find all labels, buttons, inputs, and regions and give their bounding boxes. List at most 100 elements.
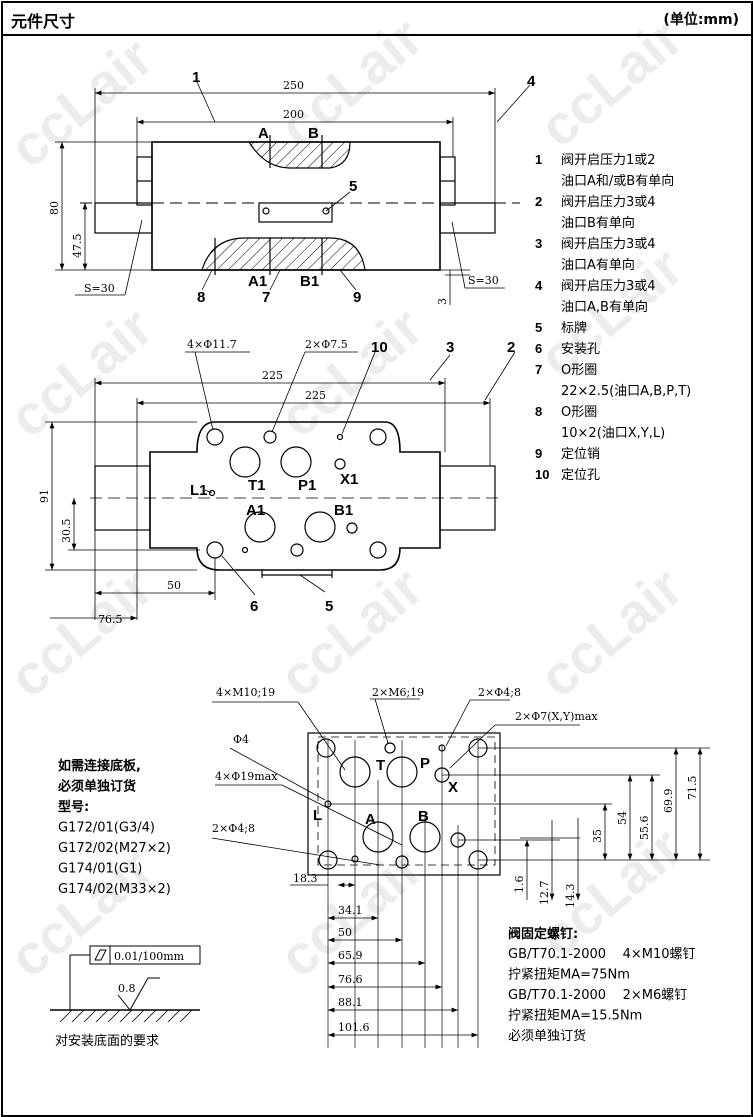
legend-text: 阀开启压力3或4 [561, 195, 656, 210]
port-a: A [258, 125, 269, 142]
subplate-note-line: 如需连接底板, [58, 758, 141, 774]
v-dim-label: 71.5 [686, 776, 699, 801]
port-t: T [376, 757, 385, 774]
v-dim-label: 14.3 [564, 884, 577, 909]
dim-250: 250 [283, 79, 304, 92]
dim-47-5: 47.5 [71, 234, 84, 259]
h-dim-label: 101.6 [338, 1021, 370, 1034]
port-a-pattern: A [365, 811, 376, 828]
label-2-phi7: 2×Φ7(X,Y)max [515, 710, 598, 723]
callout-7: 7 [262, 289, 270, 306]
callout-5-top: 5 [325, 598, 333, 615]
callout-8: 8 [197, 289, 205, 306]
watermark: ccLair [0, 295, 164, 449]
dim-s30-left: S=30 [84, 282, 115, 295]
flatness-tolerance: 0.01/100mm [114, 950, 185, 963]
h-dim-label: 18.3 [293, 872, 318, 885]
side-view-labels: 250 200 80 47.5 3 S=30 S=30 A B A1 B1 1 … [48, 69, 536, 306]
legend-text: 标牌 [561, 320, 587, 336]
v-dim-label: 55.6 [638, 816, 651, 841]
h-dim-label: 65.9 [338, 949, 363, 962]
h-dim-label: 76.6 [338, 973, 363, 986]
label-4-m10: 4×M10;19 [216, 686, 275, 699]
legend-number: 2 [535, 194, 542, 209]
dim-225-a: 225 [262, 369, 283, 382]
watermark: ccLair [527, 555, 694, 709]
port-l: L [313, 807, 322, 824]
dim-s30-right: S=30 [468, 274, 499, 287]
screws-note: 阀固定螺钉:GB/T70.1-2000 4×M10螺钉拧紧扭矩MA=75NmGB… [508, 926, 696, 1044]
mounting-pattern-labels: 4×M10;19 2×M6;19 2×Φ4;8 2×Φ7(X,Y)max Φ4 … [212, 686, 699, 1034]
label-2-phi7-5: 2×Φ7.5 [305, 338, 348, 351]
watermark: ccLair [527, 5, 694, 159]
top-view-labels: 4×Φ11.7 2×Φ7.5 225 225 91 30.5 50 76.5 L… [38, 338, 515, 626]
callout-9: 9 [353, 289, 361, 306]
dim-80: 80 [48, 201, 61, 215]
v-dim-label: 1.6 [513, 876, 526, 894]
screws-line: GB/T70.1-2000 2×M6螺钉 [508, 988, 687, 1003]
callout-4: 4 [527, 73, 536, 90]
mounting-pattern [211, 698, 710, 1048]
screws-line: GB/T70.1-2000 4×M10螺钉 [508, 947, 696, 962]
legend-text: 22×2.5(油口A,B,P,T) [561, 384, 691, 399]
callout-1: 1 [192, 69, 200, 86]
legend-text: 定位孔 [561, 468, 600, 483]
watermark: ccLair [0, 555, 164, 709]
dim-3: 3 [436, 298, 449, 305]
port-a1: A1 [248, 273, 267, 290]
page-title: 元件尺寸 [11, 12, 76, 31]
port-a1-top: A1 [246, 502, 265, 519]
label-2-phi4-8-top: 2×Φ4;8 [478, 686, 521, 699]
subplate-note-line: G174/01(G1) [58, 862, 142, 877]
legend-number: 1 [535, 152, 542, 167]
legend-text: 油口A有单向 [561, 257, 635, 273]
legend-number: 9 [535, 446, 542, 461]
watermark: ccLair [0, 25, 164, 179]
legend-text: 阀开启压力3或4 [561, 237, 656, 252]
legend-text: O形圈 [561, 363, 597, 378]
header-bar: 元件尺寸 (单位:mm) [1, 1, 751, 36]
label-4-phi11-7: 4×Φ11.7 [187, 338, 237, 351]
watermark: ccLair [267, 295, 434, 449]
h-dim-label: 34.1 [338, 904, 363, 917]
subplate-note-line: G172/02(M27×2) [58, 841, 171, 856]
label-2-m6: 2×M6;19 [372, 686, 424, 699]
roughness-value: 0.8 [118, 982, 136, 995]
h-dim-label: 88.1 [338, 996, 363, 1009]
h-dim-label: 50 [338, 926, 352, 939]
port-b: B [308, 125, 319, 142]
legend-number: 5 [535, 320, 542, 335]
side-view [55, 81, 531, 305]
legend-number: 4 [535, 278, 543, 293]
port-x: X [448, 779, 458, 796]
v-dim-label: 69.9 [662, 789, 675, 814]
legend-number: 3 [535, 236, 542, 251]
dim-91: 91 [38, 489, 51, 503]
port-b-pattern: B [418, 808, 429, 825]
subplate-note: 如需连接底板,必须单独订货型号:G172/01(G3/4)G172/02(M27… [57, 758, 171, 897]
callout-3: 3 [446, 339, 454, 356]
dim-50: 50 [167, 579, 181, 592]
legend-text: 阀开启压力1或2 [561, 153, 656, 168]
v-dim-label: 12.7 [538, 881, 551, 906]
port-b1-top: B1 [334, 502, 353, 519]
v-dim-label: 35 [591, 829, 604, 843]
surface-caption: 对安装底面的要求 [55, 1033, 159, 1049]
legend-text: 定位销 [561, 447, 600, 462]
legend-number: 6 [535, 341, 542, 356]
label-4-phi19: 4×Φ19max [215, 770, 278, 783]
port-p1: P1 [298, 477, 316, 494]
callout-10: 10 [371, 339, 388, 356]
callout-2: 2 [507, 339, 515, 356]
legend-number: 10 [535, 467, 549, 482]
port-t1: T1 [248, 477, 266, 494]
subplate-note-line: G172/01(G3/4) [58, 821, 155, 836]
dim-225-b: 225 [305, 389, 326, 402]
callout-6: 6 [250, 598, 258, 615]
surface-requirement [50, 945, 201, 1023]
screws-line: 拧紧扭矩MA=15.5Nm [508, 1009, 642, 1024]
label-2-phi4-8-bottom: 2×Φ4;8 [212, 822, 255, 835]
top-view [45, 351, 516, 621]
